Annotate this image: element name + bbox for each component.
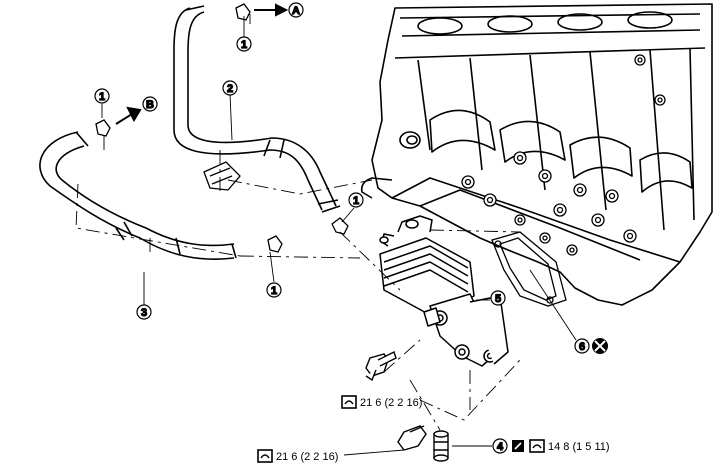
- sealant-icon: [512, 440, 524, 452]
- svg-text:1: 1: [241, 39, 247, 51]
- svg-text:B: B: [146, 99, 154, 111]
- svg-text:3: 3: [141, 307, 147, 319]
- svg-text:1: 1: [353, 195, 359, 207]
- callout-1-right: 1: [348, 192, 364, 208]
- arrow-to-a: [254, 3, 289, 17]
- arrow-to-b: [115, 106, 142, 125]
- svg-text:A: A: [292, 5, 300, 17]
- bolt-upper: [365, 351, 397, 382]
- callout-5: 5: [490, 290, 506, 306]
- callout-6: 6: [574, 338, 590, 354]
- svg-text:6: 6: [579, 341, 585, 353]
- svg-text:5: 5: [495, 293, 501, 305]
- leader-lines: [101, 16, 577, 456]
- torque-wrench-icon: [341, 395, 357, 409]
- cylinder-block: [360, 3, 713, 306]
- svg-text:1: 1: [99, 91, 105, 103]
- block-bolt-holes: [461, 54, 666, 256]
- svg-text:4: 4: [497, 441, 504, 453]
- svg-text:14 8 (1 5 11): 14 8 (1 5 11): [548, 441, 610, 453]
- callout-2: 2: [222, 80, 238, 96]
- svg-text:1: 1: [271, 285, 277, 297]
- bolt-lower: [397, 425, 427, 451]
- guide-lines: [75, 14, 521, 431]
- callout-a: A: [288, 2, 304, 18]
- torque-wrench-icon: [257, 449, 273, 463]
- callout-1-top: 1: [236, 36, 252, 52]
- torque-wrench-icon: [529, 439, 545, 453]
- hose-clamp-d: [267, 235, 283, 253]
- svg-text:21 6 (2 2 16): 21 6 (2 2 16): [276, 451, 338, 463]
- water-hose-2: [173, 5, 341, 213]
- water-hose-3: [39, 131, 237, 260]
- callout-3: 3: [136, 304, 152, 320]
- hose-clamp-c: [331, 217, 349, 235]
- hose-clamp-a: [235, 3, 251, 21]
- hose-clamp-b: [95, 119, 111, 137]
- connector-bolt: [433, 430, 449, 462]
- callout-4: 4: [492, 438, 508, 454]
- do-not-reuse-icon: [592, 338, 608, 354]
- torque-spec-upper: 21 6 (2 2 16): [341, 395, 422, 409]
- oil-cooler: [379, 215, 509, 367]
- oil-cooler-gasket: [491, 231, 567, 307]
- svg-text:21 6 (2 2 16): 21 6 (2 2 16): [360, 397, 422, 409]
- torque-spec-lower: 21 6 (2 2 16): [257, 449, 338, 463]
- callout-1-left: 1: [94, 88, 110, 104]
- callout-1-bottom: 1: [266, 282, 282, 298]
- svg-text:2: 2: [227, 83, 233, 95]
- torque-spec-connector: 14 8 (1 5 11): [512, 439, 610, 453]
- hose-bracket: [203, 161, 241, 191]
- callout-b: B: [142, 96, 158, 112]
